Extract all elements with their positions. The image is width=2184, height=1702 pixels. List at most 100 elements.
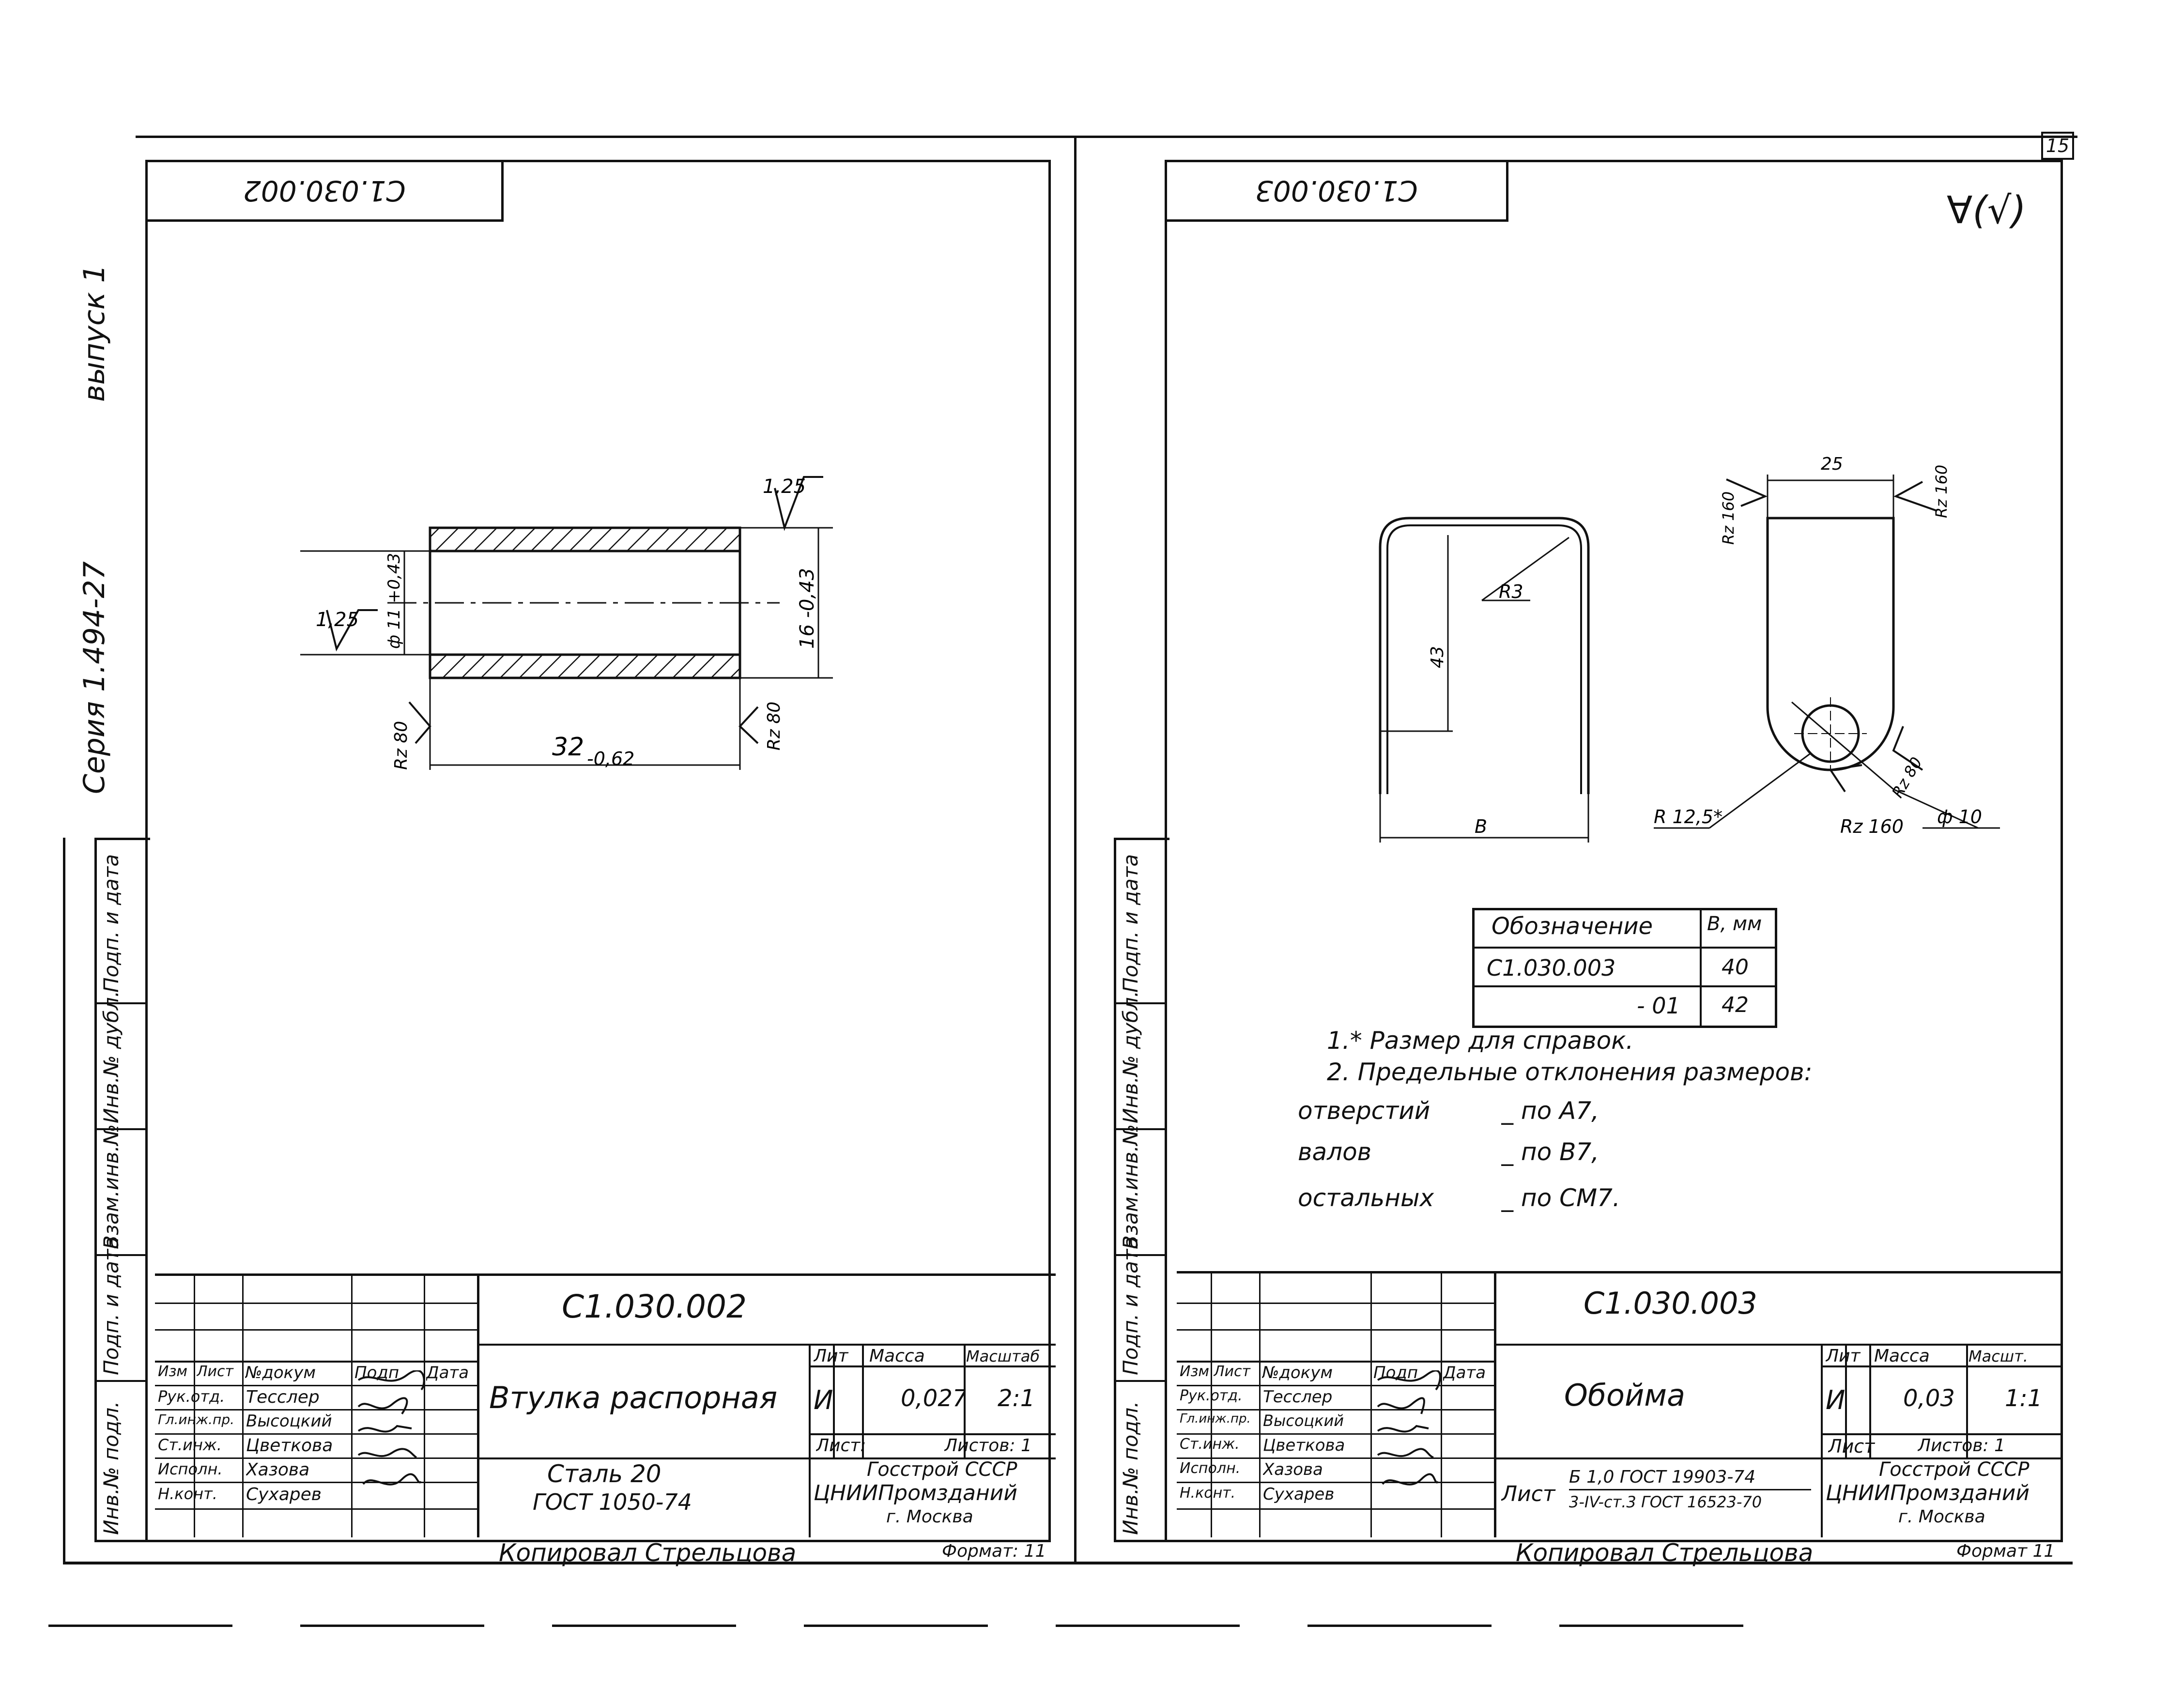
right-tb-right-box [1494, 1271, 2063, 1537]
outer-dimension: 16 -0,43 [796, 568, 818, 649]
left-side-strip [94, 838, 150, 1542]
right-name-1: Высоцкий [1263, 1411, 1344, 1430]
left-bushing-drawing: 1,25 1,25 Rz 80 Rz 80 ф 11 +0,43 16 -0,4… [300, 475, 833, 770]
right-tb-hline-4 [1821, 1433, 2061, 1435]
table-row-1-b: 42 [1722, 993, 1749, 1017]
right-title-block [1177, 1271, 2061, 1540]
roughness-mark: ∀(√) [1947, 189, 2026, 232]
right-strip-div-4 [1114, 1380, 1167, 1382]
note-1: 1.* Размер для справок. [1327, 1027, 1634, 1055]
right-tb-scale: 1:1 [2005, 1385, 2043, 1412]
left-role-0: Рук.отд. [158, 1387, 225, 1406]
bushing-top-wall [429, 526, 741, 552]
note-row-2-value: _ по СМ7. [1501, 1184, 1620, 1212]
roughness-top: 1,25 [763, 475, 806, 498]
right-code-stamp: С1.030.003 [1165, 160, 1508, 222]
right-col-date: Дата [1443, 1363, 1486, 1382]
note-2: 2. Предельные отклонения размеров: [1327, 1058, 1813, 1086]
left-col-izm: Изм [158, 1363, 188, 1380]
right-tb-sheets-label: Листов: 1 [1918, 1436, 2005, 1456]
right-tb-vline-1 [1821, 1344, 1823, 1537]
right-lug-drawing: 25 Rz 160 Rz 160 R 12,5* Rz 160 Rz 80 ф … [1654, 454, 2000, 837]
left-name-1: Высоцкий [246, 1411, 332, 1431]
right-tb-lit-label: Лит [1826, 1346, 1861, 1366]
right-tb-mass-label: Масса [1874, 1346, 1930, 1366]
left-tb-vline-2 [833, 1344, 835, 1457]
right-col-list: Лист [1214, 1363, 1251, 1380]
note-row-0-label: отверстий [1298, 1097, 1430, 1125]
left-tb-hline-3 [809, 1365, 1056, 1367]
left-sheet-frame [145, 160, 1051, 1542]
note-row-2-label: остальных [1298, 1184, 1434, 1212]
height-43: 43 [1428, 646, 1447, 668]
variants-table [1472, 908, 1777, 1028]
left-col-doc: №докум [245, 1363, 316, 1382]
left-name-0: Тесслер [246, 1387, 320, 1407]
outer-left-line [63, 838, 65, 1564]
left-role-4: Н.конт. [158, 1485, 217, 1503]
right-role-4: Н.конт. [1180, 1485, 1236, 1502]
right-strip-div-1 [1114, 1002, 1167, 1004]
bore-dimension: ф 11 +0,43 [385, 553, 404, 649]
right-tb-code: С1.030.003 [1584, 1286, 1757, 1321]
right-strip-div-3 [1114, 1254, 1167, 1256]
left-tb-vline-3 [862, 1344, 864, 1457]
left-tb-right-box [477, 1273, 1058, 1537]
left-tb-mass: 0,027 [901, 1385, 964, 1412]
left-strip-label-0: Подп. и дата [99, 854, 123, 993]
right-tb-org-2: ЦНИИПромзданий [1826, 1481, 2030, 1505]
right-tb-hline-3 [1821, 1365, 2061, 1367]
right-clip-drawing: R3 43 В [1379, 517, 1590, 843]
right-tb-vline-3 [1869, 1344, 1871, 1457]
left-tb-org-1: Госстрой СССР [867, 1458, 1017, 1481]
table-header-designation: Обозначение [1492, 913, 1653, 940]
right-name-2: Цветкова [1263, 1436, 1345, 1455]
right-tb-org-3: г. Москва [1898, 1507, 1985, 1527]
left-tb-material-1: Сталь 20 [547, 1460, 661, 1488]
right-tb-org-1: Госстрой СССР [1879, 1458, 2030, 1481]
right-name-4: Сухарев [1263, 1485, 1335, 1504]
left-tb-hline-2 [477, 1457, 1056, 1459]
left-tb-hline-1 [477, 1344, 1056, 1346]
right-strip-label-0: Подп. и дата [1119, 854, 1142, 993]
right-format: Формат 11 [1956, 1541, 2055, 1561]
left-title-block [155, 1273, 1056, 1540]
issue-label: выпуск 1 [77, 264, 111, 402]
right-tb-vline-2 [1845, 1344, 1847, 1457]
left-strip-div-3 [94, 1254, 148, 1256]
right-col-doc: №докум [1262, 1363, 1333, 1382]
right-tb-hline-1 [1494, 1344, 2061, 1346]
left-strip-div-1 [94, 1002, 148, 1004]
outer-top-line [136, 136, 2077, 138]
bottom-scan-line [48, 1625, 1743, 1627]
right-tb-vline-4 [1966, 1344, 1968, 1457]
rz-80: Rz 80 [1888, 754, 1926, 801]
right-tb-material-3: 3-IV-ст.3 ГОСТ 16523-70 [1569, 1493, 1762, 1511]
left-format: Формат: 11 [942, 1541, 1046, 1561]
left-tb-lit-label: Лит [814, 1346, 848, 1366]
left-copied: Копировал Стрельцова [499, 1539, 797, 1567]
roughness-bottom-left: Rz 80 [391, 721, 411, 770]
left-tb-scale: 2:1 [998, 1385, 1035, 1412]
left-strip-div-2 [94, 1128, 148, 1130]
right-tb-mass: 0,03 [1903, 1385, 1955, 1412]
page-number: 15 [2041, 132, 2074, 160]
table-row-0-b: 40 [1722, 955, 1749, 980]
left-tb-code: С1.030.002 [562, 1288, 747, 1325]
r-12-5: R 12,5* [1654, 806, 1723, 828]
left-role-2: Ст.инж. [158, 1436, 222, 1454]
left-tb-lit: И [814, 1385, 833, 1415]
right-strip-label-2: Взам.инв.№ [1119, 1124, 1142, 1249]
b-label: В [1475, 816, 1487, 837]
right-tb-lit: И [1826, 1385, 1845, 1415]
right-strip-label-3: Подп. и дата [1119, 1236, 1142, 1375]
left-role-3: Исполн. [158, 1460, 223, 1478]
right-role-3: Исполн. [1180, 1460, 1241, 1477]
left-strip-div-4 [94, 1380, 148, 1382]
right-copied: Копировал Стрельцова [1516, 1539, 1814, 1567]
left-name-2: Цветкова [246, 1436, 333, 1456]
right-name-0: Тесслер [1263, 1387, 1333, 1407]
rz-right: Rz 160 [1932, 465, 1951, 518]
right-name-3: Хазова [1263, 1460, 1323, 1479]
outer-bottom-line [63, 1562, 2073, 1564]
